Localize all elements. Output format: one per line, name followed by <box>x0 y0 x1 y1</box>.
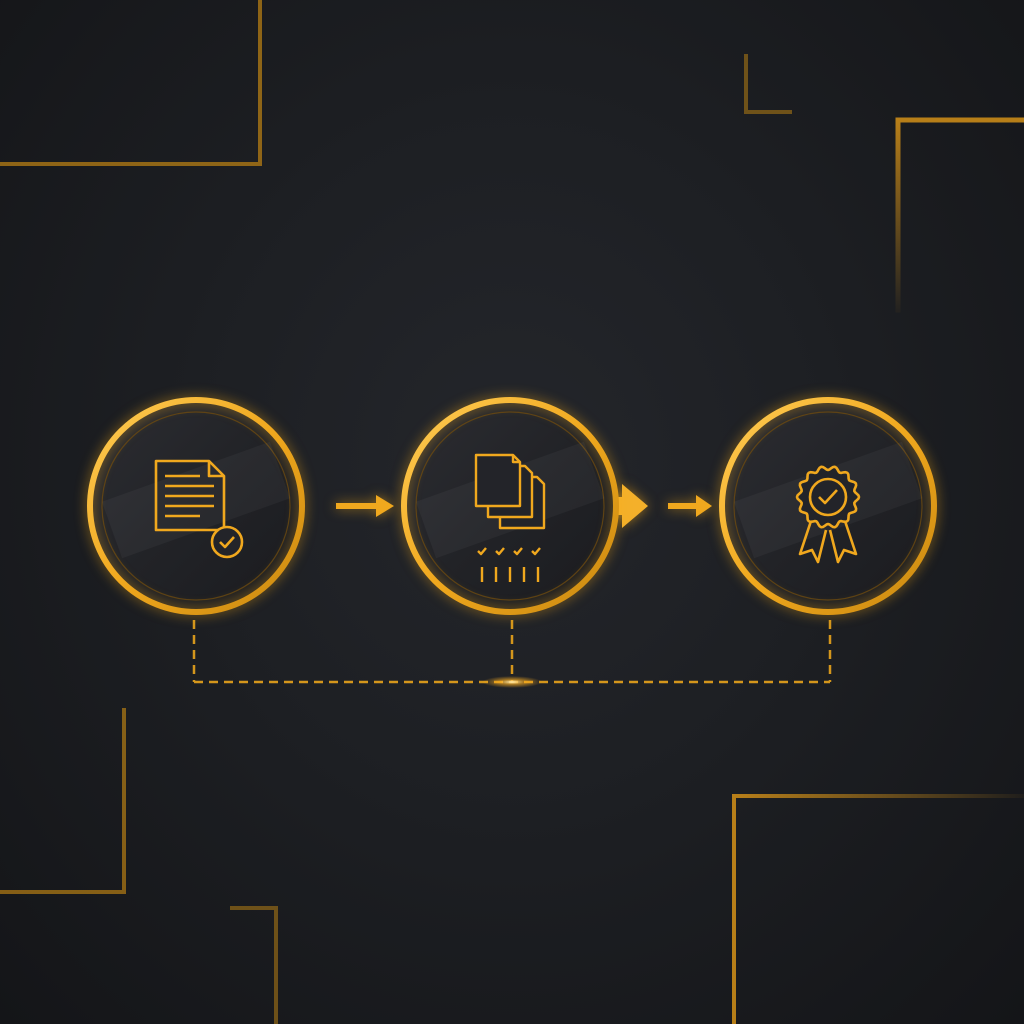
corner-bracket-top-right <box>895 117 1024 313</box>
connector-arrow-2 <box>668 495 712 517</box>
step-batch-verification[interactable] <box>401 397 619 615</box>
corner-bracket-top-right-small <box>744 54 792 114</box>
award-badge-icon <box>795 465 861 564</box>
rosette-outline <box>795 465 861 529</box>
step-document-review[interactable] <box>87 397 305 615</box>
corner-bracket-bottom-left <box>0 708 126 894</box>
stacked-documents-checklist-icon <box>474 453 546 582</box>
corner-bracket-bottom-right <box>732 794 1024 1024</box>
step-certification[interactable] <box>719 397 937 615</box>
feedback-line <box>192 620 832 684</box>
connector-arrow-1 <box>336 495 394 517</box>
feedback-spark <box>482 676 542 688</box>
corner-bracket-bottom-left-small <box>230 906 278 1024</box>
document-check-icon <box>154 459 244 559</box>
corner-bracket-top-left <box>0 0 262 166</box>
